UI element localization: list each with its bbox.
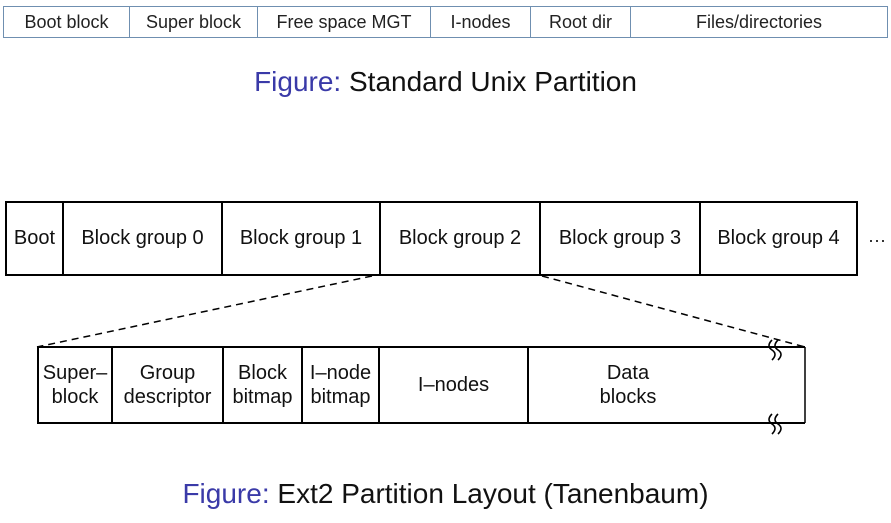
detail-block-bitmap-line2: bitmap bbox=[232, 386, 293, 408]
block-group-4: Block group 4 bbox=[717, 227, 840, 249]
unix-cell-i-nodes: I-nodes bbox=[431, 7, 531, 37]
caption-text: Ext2 Partition Layout (Tanenbaum) bbox=[277, 478, 709, 509]
detail-inodes: I–nodes bbox=[378, 347, 527, 423]
break-mark-top-icon bbox=[768, 339, 782, 361]
detail-data-blocks-line2: blocks bbox=[599, 386, 657, 408]
detail-inodes-line1: I–nodes bbox=[417, 374, 490, 396]
ext2-partition-caption: Figure: Ext2 Partition Layout (Tanenbaum… bbox=[0, 478, 891, 510]
block-group-2: Block group 2 bbox=[381, 203, 541, 274]
block-group-1: Block group 1 bbox=[223, 203, 381, 274]
detail-superblock-line2: block bbox=[51, 386, 99, 408]
detail-inode-bitmap-line1: I–node bbox=[309, 362, 372, 384]
detail-block-bitmap-line1: Block bbox=[238, 362, 287, 384]
unix-cell-boot-block: Boot block bbox=[4, 7, 130, 37]
ext2-block-group-row: Boot Block group 0 Block group 1 Block g… bbox=[5, 201, 858, 276]
detail-superblock-line1: Super– bbox=[42, 362, 108, 384]
detail-data-blocks-line1: Data bbox=[606, 362, 650, 384]
break-mark-bottom-icon bbox=[768, 413, 782, 435]
unix-partition-caption: Figure: Standard Unix Partition bbox=[0, 66, 891, 98]
caption-text: Standard Unix Partition bbox=[349, 66, 637, 97]
dashed-connector-left bbox=[36, 275, 373, 348]
detail-group-descriptor-line2: descriptor bbox=[123, 386, 212, 408]
block-boot: Boot bbox=[7, 203, 64, 274]
detail-group-descriptor-line1: Group bbox=[139, 362, 196, 384]
detail-superblock: Super–block bbox=[37, 347, 111, 423]
unix-cell-free-space-mgt: Free space MGT bbox=[258, 7, 431, 37]
caption-figure-label: Figure: bbox=[254, 66, 342, 97]
unix-cell-root-dir: Root dir bbox=[531, 7, 631, 37]
caption-figure-label: Figure: bbox=[182, 478, 270, 509]
detail-inode-bitmap-line2: bitmap bbox=[310, 386, 371, 408]
dashed-connector-right bbox=[541, 275, 806, 348]
unix-cell-super-block: Super block bbox=[130, 7, 258, 37]
block-group-3: Block group 3 bbox=[541, 203, 701, 274]
unix-partition-row: Boot block Super block Free space MGT I-… bbox=[3, 6, 888, 38]
continuation-ellipsis: ··· bbox=[868, 230, 886, 250]
unix-cell-files-directories: Files/directories bbox=[695, 11, 823, 32]
block-group-0: Block group 0 bbox=[64, 203, 223, 274]
